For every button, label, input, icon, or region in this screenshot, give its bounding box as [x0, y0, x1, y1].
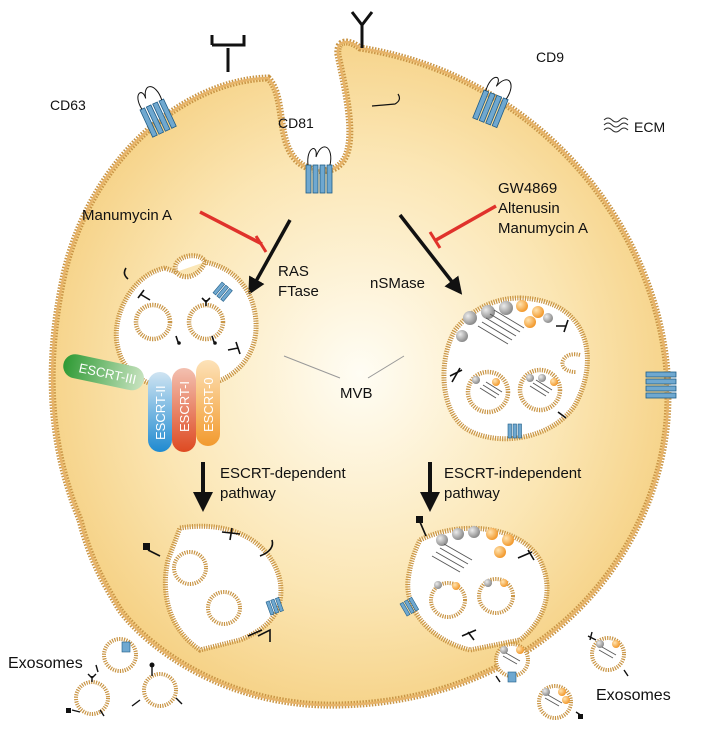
manumycin-right-label: Manumycin A	[498, 220, 588, 237]
cd81-tetraspanin-icon	[305, 146, 333, 194]
mvb-left-fusing	[143, 523, 284, 653]
escrt-0-label: ESCRT-0	[201, 377, 216, 432]
inhibitor-bar-left	[199, 210, 268, 253]
cd81-label: CD81	[278, 115, 314, 131]
mvb-right	[441, 295, 590, 442]
arrow-nsmase	[398, 213, 463, 295]
cd63-tetraspanin-icon	[137, 86, 177, 138]
escrt-i-label: ESCRT-I	[177, 381, 192, 432]
nsmase-label: nSMase	[370, 275, 425, 292]
gw4869-label: GW4869	[498, 180, 557, 197]
cd63-label: CD63	[50, 97, 86, 113]
mvb-label: MVB	[340, 385, 373, 402]
arrow-ras	[248, 219, 292, 296]
lipid-tail-top	[371, 93, 401, 107]
escrt-dependent-label-2: pathway	[220, 485, 276, 502]
escrt-ii-pill: ESCRT-II	[148, 372, 172, 452]
ecm-wave-icon	[603, 117, 629, 133]
escrt-i-pill: ESCRT-I	[172, 368, 196, 452]
exosomes-left	[66, 637, 183, 717]
mvb-right-fusing	[399, 516, 550, 653]
exosomes-left-label: Exosomes	[8, 655, 83, 672]
escrt-independent-label-1: ESCRT-independent	[444, 465, 582, 482]
tetraspanin-right-membrane-icon	[645, 371, 677, 399]
ftase-label: FTase	[278, 283, 319, 300]
receptor-top-center	[350, 11, 374, 48]
escrt-independent-label-2: pathway	[444, 485, 500, 502]
altenusin-label: Altenusin	[498, 200, 560, 217]
ras-label: RAS	[278, 263, 309, 280]
inhibitor-bar-right	[428, 204, 497, 249]
escrt-0-pill: ESCRT-0	[196, 360, 220, 446]
exosomes-right-label: Exosomes	[596, 687, 671, 704]
exosomes-right	[494, 631, 629, 720]
ecm-label: ECM	[634, 119, 665, 135]
escrt-dependent-label-1: ESCRT-dependent	[220, 465, 346, 482]
cd9-tetraspanin-icon	[472, 76, 512, 129]
cd9-label: CD9	[536, 49, 564, 65]
mvb-pointer-lines	[283, 355, 405, 379]
mvb-left	[113, 253, 259, 392]
manumycin-left-label: Manumycin A	[82, 207, 172, 224]
escrt-ii-label: ESCRT-II	[153, 385, 168, 440]
receptor-top-left	[210, 35, 246, 72]
